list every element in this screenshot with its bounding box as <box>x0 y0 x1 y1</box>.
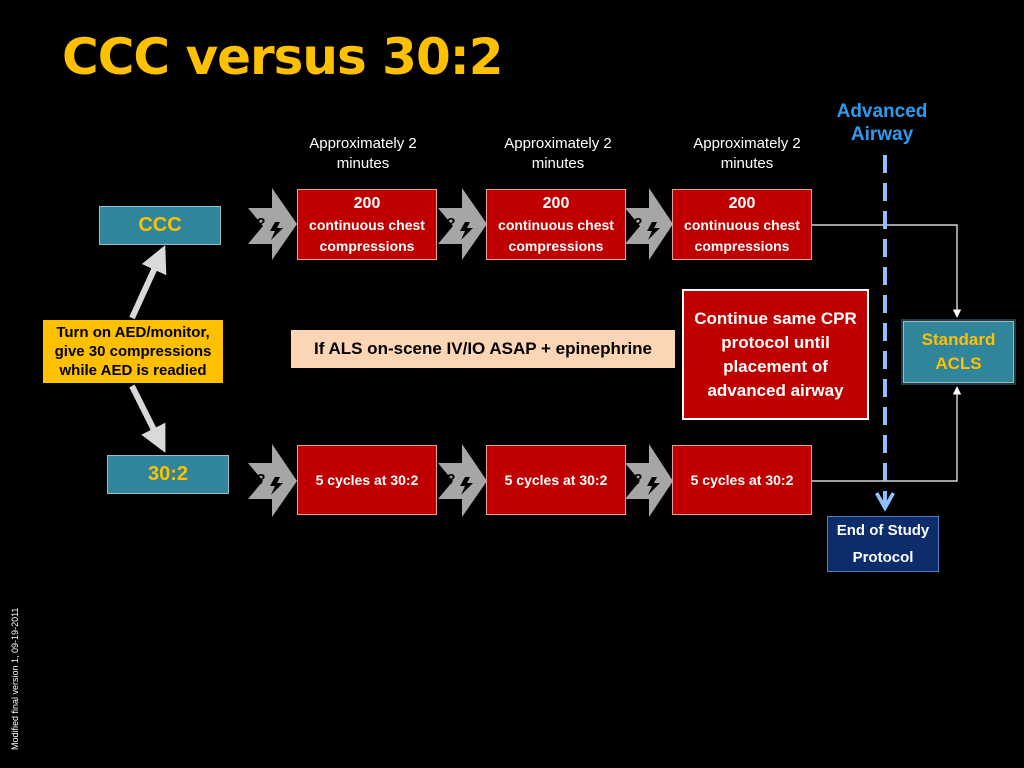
start-step-box: Turn on AED/monitor, give 30 compression… <box>43 320 223 383</box>
lightning-bolt-icon <box>460 477 473 495</box>
lightning-bolt-icon <box>270 477 283 495</box>
ccc-arm-box: CCC <box>99 206 221 245</box>
continue-protocol-box: Continue same CPR protocol until placeme… <box>682 289 869 420</box>
step-text: continuous chest compressions <box>684 216 800 254</box>
rhythm-check-mark: ? <box>446 471 456 488</box>
rhythm-check-mark: ? <box>633 471 643 488</box>
rhythm-check-mark: ? <box>633 215 643 232</box>
ccc-step-box: 200 continuous chest compressions <box>297 189 437 260</box>
duration-label: Approximately 2 minutes <box>309 135 417 172</box>
ccc-to-acls-line <box>812 224 962 318</box>
arm-30-2-step-box: 5 cycles at 30:2 <box>486 445 626 515</box>
duration-label: Approximately 2 minutes <box>693 135 801 172</box>
step-count: 200 <box>353 194 381 212</box>
advanced-airway-label: Advanced Airway <box>836 101 928 145</box>
end-of-study-box: End of Study Protocol <box>827 516 939 572</box>
page-title: CCC versus 30:2 <box>62 28 504 86</box>
step-count: 200 <box>542 194 570 212</box>
arm-30-2-box: 30:2 <box>107 455 229 494</box>
ccc-step-box: 200 continuous chest compressions <box>486 189 626 260</box>
rhythm-check-mark: ? <box>446 215 456 232</box>
rhythm-check-chevron <box>625 444 673 517</box>
step-count: 200 <box>728 194 756 212</box>
rhythm-check-chevron <box>248 444 297 517</box>
rhythm-check-chevron <box>438 444 487 517</box>
rhythm-check-chevron <box>625 188 673 260</box>
ccc-step-box: 200 continuous chest compressions <box>672 189 812 260</box>
duration-label: Approximately 2 minutes <box>504 135 612 172</box>
rhythm-check-chevron <box>248 188 297 260</box>
arrow-to-ccc <box>129 245 167 320</box>
lightning-bolt-icon <box>460 222 473 240</box>
step-text: continuous chest compressions <box>309 216 425 254</box>
arm-30-2-step-box: 5 cycles at 30:2 <box>297 445 437 515</box>
arm-30-2-step-box: 5 cycles at 30:2 <box>672 445 812 515</box>
version-note: Modified final version 1, 09-19-2011 <box>10 607 20 750</box>
lightning-bolt-icon <box>647 477 660 495</box>
rhythm-check-chevron <box>438 188 487 260</box>
als-note-box: If ALS on-scene IV/IO ASAP + epinephrine <box>291 330 675 368</box>
rhythm-check-mark: ? <box>256 471 266 488</box>
step-text: continuous chest compressions <box>498 216 614 254</box>
lightning-bolt-icon <box>270 222 283 240</box>
lightning-bolt-icon <box>647 222 660 240</box>
arm-30-2-to-acls-line <box>812 386 962 482</box>
arrow-to-30-2 <box>129 384 166 453</box>
rhythm-check-mark: ? <box>256 215 266 232</box>
standard-acls-box: Standard ACLS <box>901 319 1016 385</box>
